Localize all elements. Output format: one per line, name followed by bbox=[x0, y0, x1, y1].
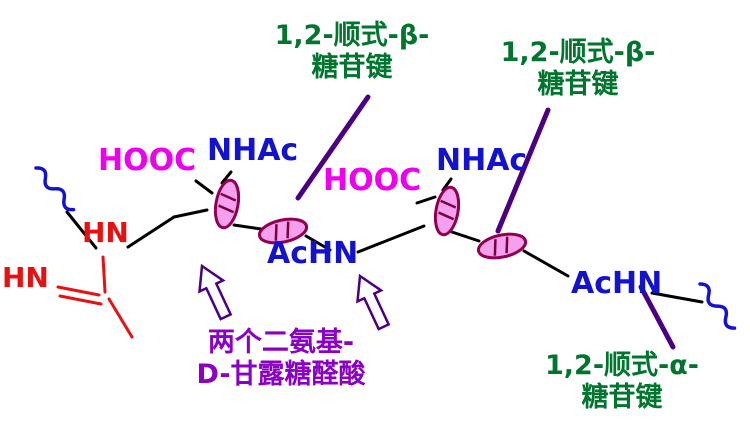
amidine-bonds bbox=[56, 255, 134, 339]
label-imine-nh: HN bbox=[2, 261, 49, 294]
wavy-bond-right-icon bbox=[698, 282, 737, 330]
label-n-acetyl-left-bottom: AcHN bbox=[267, 236, 359, 271]
label-line: D-甘露糖醛酸 bbox=[196, 358, 366, 390]
label-n-acetyl-left-top: NHAc bbox=[207, 133, 299, 168]
sugar-ring-ellipse-1 bbox=[213, 178, 241, 230]
label-carboxyl-right: HOOC bbox=[323, 163, 422, 198]
label-line: 1,2-顺式-α- bbox=[545, 350, 699, 381]
sugar-ring-ellipse-3 bbox=[433, 185, 461, 237]
label-diamino-mannuronic-acid: 两个二氨基- D-甘露糖醛酸 bbox=[196, 327, 365, 391]
label-line: 1,2-顺式-β- bbox=[500, 37, 656, 68]
pointer-alpha bbox=[638, 284, 676, 350]
pointer-beta-right bbox=[495, 107, 551, 234]
label-line: 糖苷键 bbox=[537, 68, 619, 100]
sugar-ring-ellipse-4 bbox=[476, 232, 528, 260]
block-arrow-right-icon bbox=[356, 273, 391, 331]
label-beta-glycosidic-bond-top: 1,2-顺式-β- 糖苷键 bbox=[275, 20, 430, 84]
label-amide-nh: HN bbox=[82, 216, 129, 249]
label-n-acetyl-right-top: NHAc bbox=[436, 143, 528, 178]
label-n-acetyl-right-bottom: AcHN bbox=[571, 266, 663, 301]
label-carboxyl-left: HOOC bbox=[98, 143, 197, 178]
label-line: 1,2-顺式-β- bbox=[274, 20, 430, 51]
label-alpha-glycosidic-bond: 1,2-顺式-α- 糖苷键 bbox=[545, 350, 699, 414]
block-arrow-left-icon bbox=[198, 263, 233, 321]
label-line: 糖苷键 bbox=[311, 51, 393, 83]
label-beta-glycosidic-bond-right: 1,2-顺式-β- 糖苷键 bbox=[501, 37, 656, 101]
backbone-bonds bbox=[65, 170, 704, 304]
label-line: 两个二氨基- bbox=[207, 327, 355, 358]
pointer-beta-top bbox=[295, 94, 371, 201]
pointer-lines bbox=[295, 94, 676, 350]
wavy-bond-left-icon bbox=[34, 166, 76, 212]
label-line: 糖苷键 bbox=[581, 381, 663, 413]
